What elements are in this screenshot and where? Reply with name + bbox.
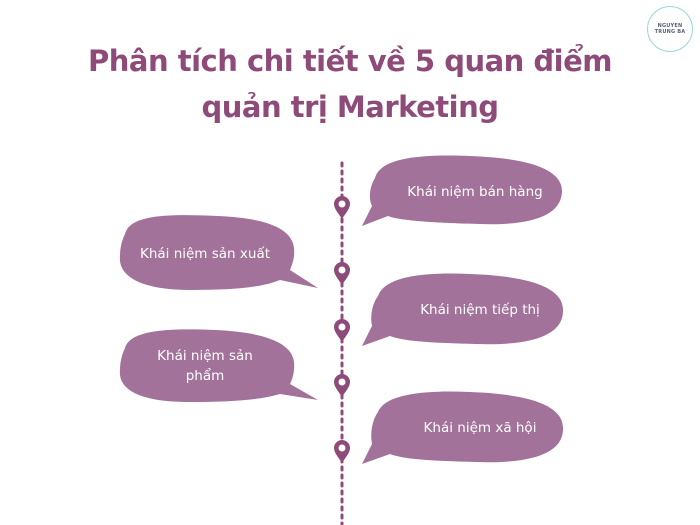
label-san-xuat: Khái niệm sản xuất — [139, 246, 271, 262]
label-san-pham: Khái niệm sản phẩm — [157, 348, 253, 384]
bubble-san-xuat — [119, 215, 318, 290]
bubble-san-pham — [119, 329, 318, 402]
pin-3-icon — [334, 319, 350, 342]
label-tiep-thi: Khái niệm tiếp thị — [420, 302, 540, 318]
brand-logo: NGUYEN TRUNG BA — [647, 6, 693, 52]
pin-2-icon — [334, 262, 350, 285]
label-xa-hoi: Khái niệm xã hội — [423, 420, 537, 436]
label-ban-hang: Khái niệm bán hàng — [407, 184, 543, 200]
title-line-1: Phân tích chi tiết về 5 quan điểm — [88, 44, 613, 78]
bubble-ban-hang — [362, 155, 563, 226]
logo-line-2: TRUNG BA — [654, 29, 686, 35]
pin-5-icon — [334, 440, 350, 463]
pin-1-icon — [334, 196, 350, 219]
title-line-2: quản trị Marketing — [201, 90, 499, 124]
pin-4-icon — [334, 374, 350, 397]
logo-line-1: NGUYEN — [657, 23, 683, 29]
page-title: Phân tích chi tiết về 5 quan điểm quản t… — [0, 38, 700, 130]
bubble-tiep-thi — [362, 273, 564, 346]
bubble-xa-hoi — [362, 391, 564, 464]
